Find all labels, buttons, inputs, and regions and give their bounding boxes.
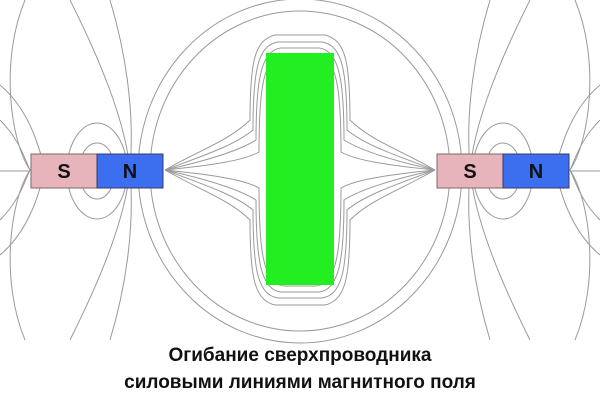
left-magnet: S N <box>30 153 164 189</box>
left-magnet-north-pole <box>96 153 164 189</box>
right-north-label: N <box>529 161 543 183</box>
diagram-caption: Огибание сверхпроводника силовыми линиям… <box>0 342 600 396</box>
right-magnet: S N <box>436 153 570 189</box>
superconductor-block <box>266 53 334 285</box>
left-magnet-south-pole <box>30 153 98 189</box>
caption-line-2: силовыми линиями магнитного поля <box>124 372 476 393</box>
left-north-label: N <box>123 161 137 183</box>
left-south-label: S <box>57 161 70 183</box>
right-south-label: S <box>463 161 476 183</box>
right-magnet-north-pole <box>502 153 570 189</box>
caption-line-1: Огибание сверхпроводника <box>168 345 432 366</box>
